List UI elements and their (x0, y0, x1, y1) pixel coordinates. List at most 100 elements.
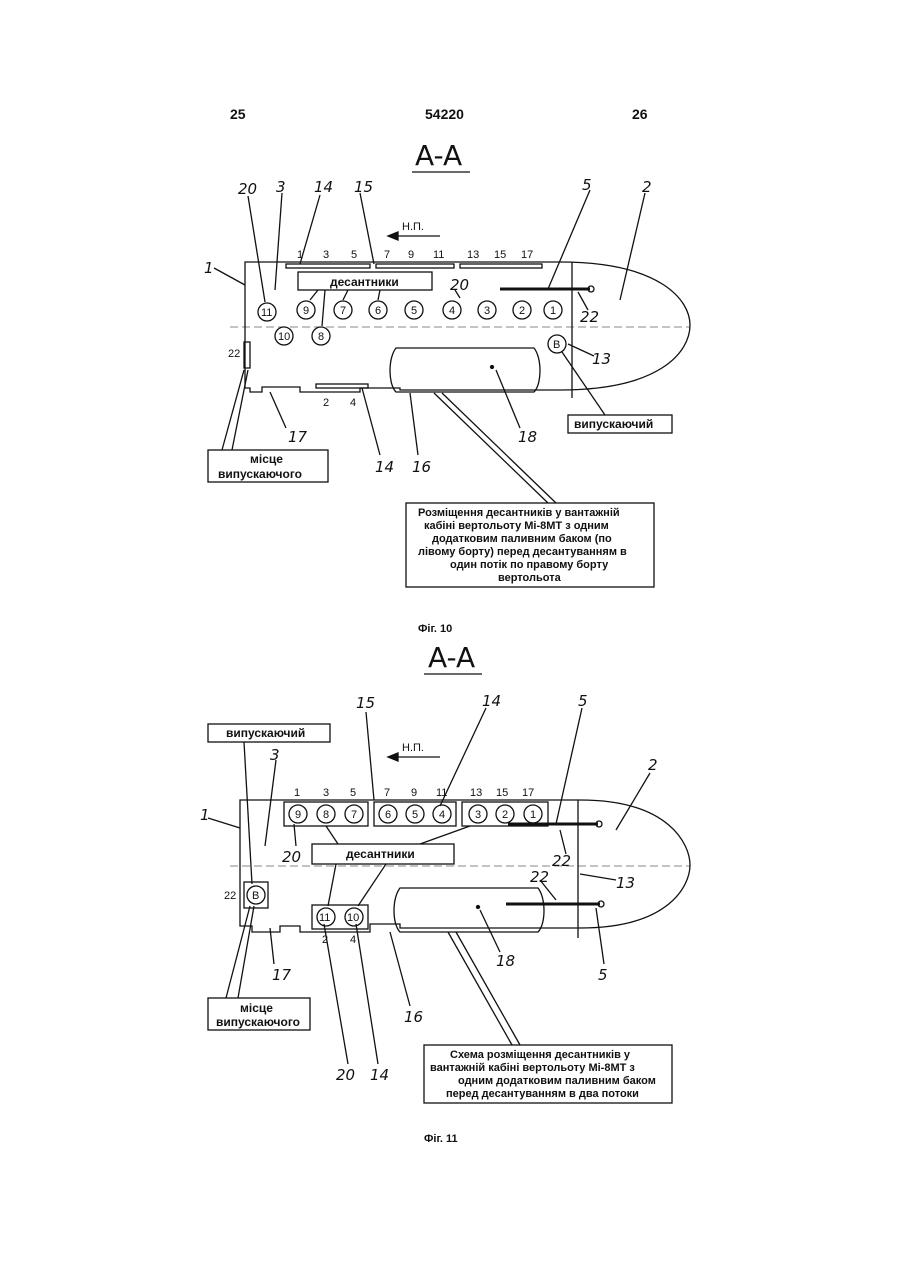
fig10-row-num: 11 (433, 249, 444, 261)
fig11-ref: 15 (356, 694, 375, 712)
fig10-description-line: кабіні вертольоту Мі-8МТ з одним (424, 520, 609, 532)
fig10-row-num: 5 (351, 249, 357, 261)
fig10-ref: 20 (238, 180, 257, 198)
fig10-ref: 1 (204, 259, 214, 277)
fig10-seat: 8 (318, 331, 324, 343)
fig10-seat: 3 (484, 305, 490, 317)
fig11-dispatcher-label: випускаючий (226, 726, 305, 740)
fig10-seat: 11 (261, 307, 272, 319)
fig10-row-num: 15 (494, 249, 506, 261)
fig11-seat: 4 (439, 809, 445, 821)
fig10-bench-mid (376, 264, 454, 268)
fig11-seat: 1 (530, 809, 536, 821)
fig10-fuel-tank (390, 348, 540, 392)
fig10-ref: 13 (592, 350, 611, 368)
fig10-bench-bottom (316, 384, 368, 388)
fig10-ref: 17 (288, 428, 308, 446)
fig11-ref: 3 (270, 746, 280, 764)
fig11-ref: 5 (578, 692, 588, 710)
fig11-description-line: одним додатковим паливним баком (458, 1075, 656, 1087)
fig11-seat: 11 (319, 912, 330, 924)
fig10-description-line: Розміщення десантників у вантажній (418, 507, 620, 519)
fig10-seat: 2 (519, 305, 525, 317)
fig10-ref: 3 (276, 178, 286, 196)
fig11-row-num: 13 (470, 787, 482, 799)
fig10-seat: 4 (449, 305, 455, 317)
fig11-ref: 22 (552, 852, 571, 870)
fig11-fuel-tank (394, 888, 544, 932)
fig10-place-label-1: місце (250, 452, 283, 466)
fig11-caption: Фіг. 11 (424, 1133, 458, 1145)
fig11-row-num: 7 (384, 787, 390, 799)
fig11-description-line: Схема розміщення десантників у (450, 1049, 631, 1061)
fig11-ref: 13 (616, 874, 635, 892)
fig11-seat: 9 (295, 809, 301, 821)
fig11-ref: 17 (272, 966, 292, 984)
fig10-row-num: 3 (323, 249, 329, 261)
fig11-diagram: A-A Н.П. 1 3 5 7 9 11 13 15 17 2 4 (200, 641, 690, 1145)
fig10-seat: 10 (278, 331, 290, 343)
fig11-seat: 6 (385, 809, 391, 821)
fig10-seat: 9 (303, 305, 309, 317)
fig10-row-num: 9 (408, 249, 414, 261)
fig10-description-line: лівому борту) перед десантуванням в (418, 546, 627, 558)
fig10-ref: 22 (580, 308, 599, 326)
fig11-seat: 8 (323, 809, 329, 821)
fig11-row-num: 3 (323, 787, 329, 799)
fig11-seat: 3 (475, 809, 481, 821)
fig11-place-label-1: місце (240, 1001, 273, 1015)
fig11-row-num: 17 (522, 787, 534, 799)
fig11-ref: 16 (404, 1008, 423, 1026)
fig10-description-line: один потік по правому борту (450, 559, 609, 571)
fig11-row-num: 15 (496, 787, 508, 799)
fig11-seat-row-top: 9 8 7 6 5 4 3 2 1 (289, 805, 542, 823)
fig11-ref: 20 (282, 848, 301, 866)
fig10-dispatcher-mark: В (553, 339, 560, 351)
fig11-description-line: перед десантуванням в два потоки (446, 1088, 639, 1100)
fig11-row-num: 5 (350, 787, 356, 799)
fig11-ref: 2 (648, 756, 658, 774)
fig11-seat-row-bottom: 11 10 (317, 908, 363, 926)
fig10-seat: 5 (411, 305, 417, 317)
fig11-row-num: 4 (350, 934, 356, 946)
fig10-place-label-2: випускаючого (218, 467, 302, 481)
fig11-seat: 7 (351, 809, 357, 821)
fig10-ref: 18 (518, 428, 537, 446)
fig10-diagram: A-A Н.П. 1 3 5 7 9 11 13 15 17 2 4 (204, 139, 690, 635)
fig11-ref: 14 (482, 692, 501, 710)
fig10-ref: 16 (412, 458, 431, 476)
fig11-ref: 18 (496, 952, 515, 970)
fig11-ref: 14 (370, 1066, 389, 1084)
fig11-seat: 10 (347, 912, 359, 924)
fig11-direction-label: Н.П. (402, 742, 424, 754)
fig10-ref: 14 (375, 458, 394, 476)
fig10-ref: 14 (314, 178, 333, 196)
fig10-bench-left (286, 264, 370, 268)
fig10-seat: 7 (340, 305, 346, 317)
fig10-ref: 15 (354, 178, 373, 196)
fig10-row-num: 2 (323, 397, 329, 409)
fig11-place-label-2: випускаючого (216, 1015, 300, 1029)
fig10-seat: 6 (375, 305, 381, 317)
fig11-ref: 22 (530, 868, 549, 886)
fig10-direction-label: Н.П. (402, 221, 424, 233)
fig10-row-num: 7 (384, 249, 390, 261)
fig11-row-num: 9 (411, 787, 417, 799)
fig10-description-line: додатковим паливним баком (по (432, 533, 612, 545)
fig11-description-line: вантажній кабіні вертольоту Мі-8МТ з (430, 1062, 635, 1074)
fig10-ref: 20 (450, 276, 469, 294)
fig10-row-num: 13 (467, 249, 479, 261)
fig10-paratroopers-label: десантники (330, 275, 399, 289)
fig10-description-line: вертольота (498, 572, 562, 584)
fig11-seat: 2 (502, 809, 508, 821)
fig11-seat: 5 (412, 809, 418, 821)
fig10-caption: Фіг. 10 (418, 623, 452, 635)
fig11-ref: 20 (336, 1066, 355, 1084)
fig10-door-label: 22 (228, 348, 240, 360)
fig10-seat: 1 (550, 305, 556, 317)
fig11-ref: 5 (598, 966, 608, 984)
fig10-row-num: 4 (350, 397, 356, 409)
fig11-section-title: A-A (428, 641, 475, 674)
fig10-section-title: A-A (415, 139, 462, 172)
